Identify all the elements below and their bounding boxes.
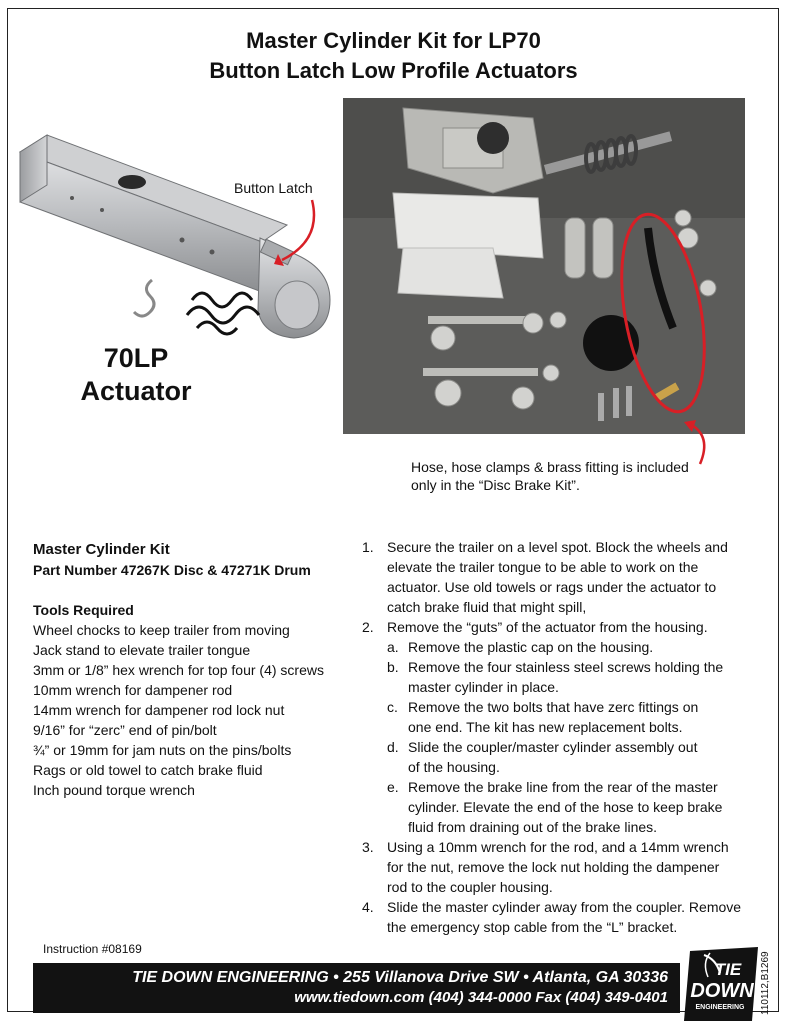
title-line-1: Master Cylinder Kit for LP70: [246, 28, 541, 53]
substep-line: of the housing.: [408, 759, 500, 775]
kit-info: Master Cylinder Kit Part Number 47267K D…: [33, 540, 353, 800]
step-line: elevate the trailer tongue to be able to…: [387, 559, 699, 575]
logo-text-down: DOWN: [690, 980, 754, 1002]
tools-list: Wheel chocks to keep trailer from moving…: [33, 620, 353, 800]
step-2e: e. Remove the brake line from the rear o…: [362, 777, 772, 837]
step-3: 3. Using a 10mm wrench for the rod, and …: [362, 837, 772, 897]
step-number: 4.: [362, 899, 374, 915]
substep-line: fluid from draining out of the brake lin…: [408, 819, 658, 835]
step-number: 1.: [362, 539, 374, 555]
step-line: rod to the coupler housing.: [387, 879, 553, 895]
substep-letter: c.: [387, 699, 398, 715]
photo-caption-line-1: Hose, hose clamps & brass fitting is inc…: [411, 459, 689, 475]
footer-address: TIE DOWN ENGINEERING • 255 Villanova Dri…: [132, 969, 668, 986]
step-line: catch brake fluid that might spill,: [387, 599, 587, 615]
step-line: Remove the “guts” of the actuator from t…: [387, 619, 708, 635]
page-title: Master Cylinder Kit for LP70 Button Latc…: [0, 26, 787, 86]
footer-contact: www.tiedown.com (404) 344-0000 Fax (404)…: [294, 989, 668, 1006]
step-4: 4. Slide the master cylinder away from t…: [362, 897, 772, 937]
caption-arrow: [684, 420, 706, 465]
instruction-number: Instruction #08169: [43, 942, 142, 956]
substep-letter: a.: [387, 639, 399, 655]
step-number: 2.: [362, 619, 374, 635]
substep-letter: e.: [387, 779, 399, 795]
tool-item: Inch pound torque wrench: [33, 782, 195, 798]
tool-item: Wheel chocks to keep trailer from moving: [33, 622, 290, 638]
step-line: Secure the trailer on a level spot. Bloc…: [387, 539, 728, 555]
step-line: the emergency stop cable from the “L” br…: [387, 919, 678, 935]
title-line-2: Button Latch Low Profile Actuators: [209, 58, 578, 83]
actuator-illustration: [18, 134, 331, 339]
step-number: 3.: [362, 839, 374, 855]
photo-caption-line-2: only in the “Disc Brake Kit”.: [411, 477, 580, 493]
substep-line: Remove the brake line from the rear of t…: [408, 779, 718, 795]
part-number: Part Number 47267K Disc & 47271K Drum: [33, 562, 311, 578]
tie-down-logo: TIE DOWN ENGINEERING: [684, 947, 758, 1021]
model-line-1: 70LP: [103, 343, 169, 373]
tool-item: ¾” or 19mm for jam nuts on the pins/bolt…: [33, 742, 292, 758]
tool-item: 3mm or 1/8” hex wrench for top four (4) …: [33, 662, 324, 678]
step-line: Using a 10mm wrench for the rod, and a 1…: [387, 839, 729, 855]
tool-item: 14mm wrench for dampener rod lock nut: [33, 702, 285, 718]
tool-item: Rags or old towel to catch brake fluid: [33, 762, 263, 778]
substep-line: Remove the plastic cap on the housing.: [408, 639, 654, 655]
substep-line: Slide the coupler/master cylinder assemb…: [408, 739, 698, 755]
substep-line: Remove the two bolts that have zerc fitt…: [408, 699, 699, 715]
photo-caption: Hose, hose clamps & brass fitting is inc…: [411, 458, 689, 494]
step-line: actuator. Use old towels or rags under t…: [387, 579, 717, 595]
actuator-model-label: 70LP Actuator: [72, 342, 200, 408]
tool-item: 10mm wrench for dampener rod: [33, 682, 233, 698]
step-2d: d. Slide the coupler/master cylinder ass…: [362, 737, 772, 777]
substep-line: one end. The kit has new replacement bol…: [408, 719, 683, 735]
kit-heading: Master Cylinder Kit: [33, 541, 170, 558]
kit-parts-photo: [343, 98, 745, 434]
model-line-2: Actuator: [80, 376, 192, 406]
step-line: for the nut, remove the lock nut holding…: [387, 859, 720, 875]
step-2c: c. Remove the two bolts that have zerc f…: [362, 697, 772, 737]
step-1: 1. Secure the trailer on a level spot. B…: [362, 537, 772, 617]
substep-line: cylinder. Elevate the end of the hose to…: [408, 799, 723, 815]
button-latch-callout: Button Latch: [234, 180, 313, 196]
logo-text-engineering: ENGINEERING: [695, 1004, 745, 1011]
instruction-steps: 1. Secure the trailer on a level spot. B…: [362, 537, 772, 937]
tools-heading: Tools Required: [33, 602, 134, 618]
logo-text-tie: TIE: [715, 960, 742, 979]
substep-line: master cylinder in place.: [408, 679, 559, 695]
tool-item: 9/16” for “zerc” end of pin/bolt: [33, 722, 217, 738]
substep-letter: d.: [387, 739, 399, 755]
step-2a: a. Remove the plastic cap on the housing…: [362, 637, 772, 657]
step-line: Slide the master cylinder away from the …: [387, 899, 742, 915]
substep-line: Remove the four stainless steel screws h…: [408, 659, 724, 675]
tool-item: Jack stand to elevate trailer tongue: [33, 642, 251, 658]
step-2b: b. Remove the four stainless steel screw…: [362, 657, 772, 697]
step-2: 2. Remove the “guts” of the actuator fro…: [362, 617, 772, 637]
document-code: 110112,B1269: [760, 951, 771, 1015]
footer-bar: TIE DOWN ENGINEERING • 255 Villanova Dri…: [33, 963, 680, 1013]
substep-letter: b.: [387, 659, 399, 675]
